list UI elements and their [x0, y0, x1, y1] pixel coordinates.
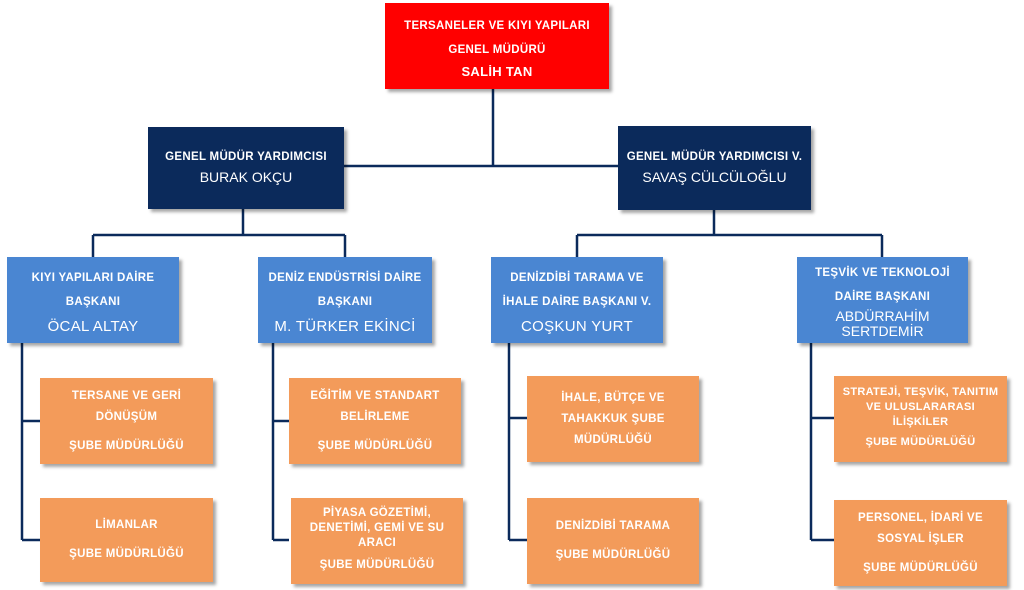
branch-ports-line1: LİMANLAR — [95, 519, 158, 531]
branch-market-line2: DENETİMİ, GEMİ VE SU — [309, 522, 445, 534]
branch-market-suffix: ŞUBE MÜDÜRLÜĞÜ — [319, 559, 435, 571]
deputy-left-title: GENEL MÜDÜR YARDIMCISI — [165, 151, 327, 163]
branch-training-standards: EĞİTİM VE STANDART BELİRLEME ŞUBE MÜDÜRL… — [289, 378, 461, 464]
deputy-box-left: GENEL MÜDÜR YARDIMCISI BURAK OKÇU — [148, 127, 344, 209]
branch-training-line2: BELİRLEME — [340, 410, 410, 423]
branch-tender-budget: İHALE, BÜTÇE VE TAHAKKUK ŞUBE MÜDÜRLÜĞÜ — [527, 376, 699, 462]
department-coastal-line1: KIYI YAPILARI DAİRE — [31, 271, 155, 284]
department-maritime-name: M. TÜRKER EKİNCİ — [274, 317, 416, 335]
branch-market-surveillance: PİYASA GÖZETİMİ, DENETİMİ, GEMİ VE SU AR… — [291, 498, 463, 584]
branch-market-line1: PİYASA GÖZETİMİ, — [322, 507, 432, 519]
general-manager-box: TERSANELER VE KIYI YAPILARI GENEL MÜDÜRÜ… — [385, 3, 609, 89]
branch-tender-line2: TAHAKKUK ŞUBE — [561, 412, 665, 425]
department-dredging-line2: İHALE DAİRE BAŞKANI V. — [502, 295, 652, 308]
branch-shipyard-suffix: ŞUBE MÜDÜRLÜĞÜ — [69, 439, 184, 452]
branch-strategy-line3: İLİŞKİLER — [892, 416, 949, 428]
department-box-dredging: DENİZDİBİ TARAMA VE İHALE DAİRE BAŞKANI … — [491, 257, 663, 343]
deputy-right-title: GENEL MÜDÜR YARDIMCISI V. — [626, 151, 803, 163]
department-box-maritime-industry: DENİZ ENDÜSTRİSİ DAİRE BAŞKANI M. TÜRKER… — [258, 257, 432, 343]
branch-seabed-line1: DENİZDİBİ TARAMA — [555, 520, 671, 532]
branch-shipyard-recycling: TERSANE VE GERİ DÖNÜŞÜM ŞUBE MÜDÜRLÜĞÜ — [40, 378, 213, 464]
deputy-right-name: SAVAŞ CÜLCÜLOĞLU — [642, 169, 787, 185]
department-coastal-name: ÖCAL ALTAY — [47, 317, 139, 335]
general-manager-title-line2: GENEL MÜDÜRÜ — [448, 43, 546, 56]
branch-shipyard-line2: DÖNÜŞÜM — [95, 410, 158, 423]
branch-training-line1: EĞİTİM VE STANDART — [310, 389, 440, 402]
branch-strategy-line1: STRATEJİ, TEŞVİK, TANITIM — [842, 386, 999, 398]
general-manager-title-line1: TERSANELER VE KIYI YAPILARI — [404, 19, 590, 32]
department-maritime-line1: DENİZ ENDÜSTRİSİ DAİRE — [268, 271, 422, 284]
branch-strategy-incentive: STRATEJİ, TEŞVİK, TANITIM VE ULUSLARARAS… — [834, 376, 1007, 462]
branch-strategy-suffix: ŞUBE MÜDÜRLÜĞÜ — [865, 436, 976, 448]
branch-seabed-dredging: DENİZDİBİ TARAMA ŞUBE MÜDÜRLÜĞÜ — [527, 498, 699, 584]
branch-personnel-line2: SOSYAL İŞLER — [877, 532, 964, 545]
branch-shipyard-line1: TERSANE VE GERİ — [71, 389, 182, 402]
department-maritime-line2: BAŞKANI — [317, 295, 373, 308]
branch-training-suffix: ŞUBE MÜDÜRLÜĞÜ — [317, 439, 433, 452]
department-incentive-line2: DAİRE BAŞKANI — [834, 291, 931, 303]
department-incentive-name: ABDÜRRAHİM SERTDEMİR — [835, 308, 930, 339]
branch-personnel-admin: PERSONEL, İDARİ VE SOSYAL İŞLER ŞUBE MÜD… — [834, 500, 1007, 586]
department-coastal-line2: BAŞKANI — [65, 295, 121, 308]
branch-seabed-suffix: ŞUBE MÜDÜRLÜĞÜ — [555, 549, 671, 561]
branch-tender-line3: MÜDÜRLÜĞÜ — [573, 433, 653, 446]
department-box-incentive: TEŞVİK VE TEKNOLOJİ DAİRE BAŞKANI ABDÜRR… — [797, 257, 968, 343]
department-incentive-line1: TEŞVİK VE TEKNOLOJİ — [815, 267, 950, 279]
branch-tender-line1: İHALE, BÜTÇE VE — [561, 391, 665, 404]
branch-personnel-suffix: ŞUBE MÜDÜRLÜĞÜ — [863, 561, 978, 574]
department-box-coastal: KIYI YAPILARI DAİRE BAŞKANI ÖCAL ALTAY — [7, 257, 179, 343]
general-manager-name: SALİH TAN — [461, 63, 533, 79]
branch-strategy-line2: VE ULUSLARARASI — [865, 401, 975, 413]
branch-ports: LİMANLAR ŞUBE MÜDÜRLÜĞÜ — [40, 498, 213, 582]
branch-personnel-line1: PERSONEL, İDARİ VE — [858, 511, 983, 524]
branch-ports-suffix: ŞUBE MÜDÜRLÜĞÜ — [69, 548, 184, 560]
branch-market-line3: ARACI — [358, 537, 396, 549]
deputy-left-name: BURAK OKÇU — [199, 169, 293, 185]
deputy-box-right: GENEL MÜDÜR YARDIMCISI V. SAVAŞ CÜLCÜLOĞ… — [618, 126, 811, 210]
department-dredging-line1: DENİZDİBİ TARAMA VE — [510, 271, 644, 284]
department-dredging-name: COŞKUN YURT — [521, 317, 633, 335]
